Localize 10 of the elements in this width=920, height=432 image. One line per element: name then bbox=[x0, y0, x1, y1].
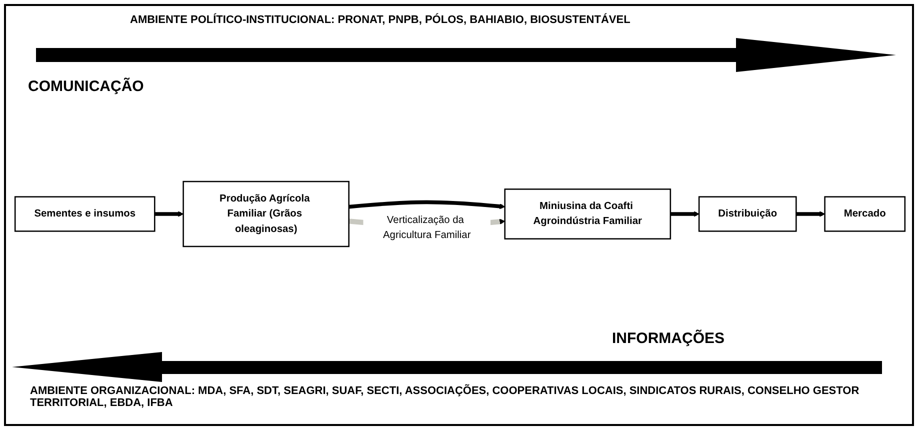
top-heading: AMBIENTE POLÍTICO-INSTITUCIONAL: PRONAT, PNPB, PÓLOS, BAHIABIO, BIOSUSTENTÁVEL bbox=[130, 14, 630, 26]
process-box: Produção Agrícola Familiar (Grãos oleaginosas) bbox=[182, 180, 350, 248]
process-box: Distribuição bbox=[698, 196, 797, 232]
bottom-heading: AMBIENTE ORGANIZACIONAL: MDA, SFA, SDT, SEAGRI, SUAF, SECTI, ASSOCIAÇÕES, COOPERATIVAS LOCAIS, SINDICATOS RURAIS, CONSELHO GESTOR TERRITORIAL, EBDA, IFBA bbox=[30, 385, 860, 409]
side-label: COMUNICAÇÃO bbox=[28, 78, 144, 95]
process-box: Sementes e insumos bbox=[14, 196, 156, 232]
process-box: Mercado bbox=[824, 196, 906, 232]
side-label: INFORMAÇÕES bbox=[612, 330, 724, 347]
edge-label: Verticalização da Agricultura Familiar bbox=[363, 212, 491, 244]
process-box: Miniusina da Coafti Agroindústria Familiar bbox=[504, 188, 672, 240]
